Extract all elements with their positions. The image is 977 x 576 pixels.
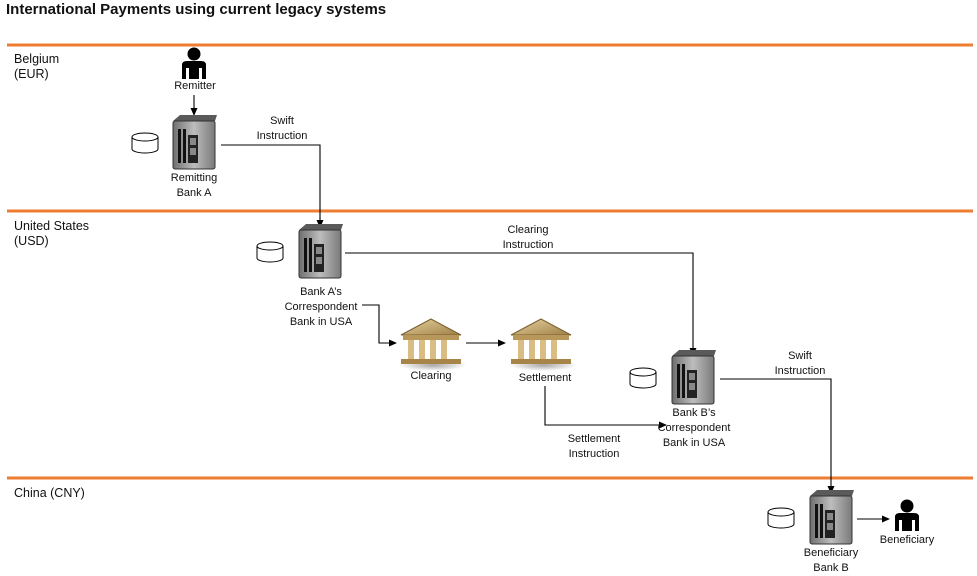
- edge-label-clearing-instruction: Clearing Instruction: [502, 224, 554, 251]
- clearing-bank-building-icon: [399, 318, 467, 371]
- node-label-beneficiary: Beneficiary: [879, 534, 935, 546]
- node-label-settlement: Settlement: [518, 372, 572, 384]
- page-title: International Payments using current leg…: [6, 1, 387, 18]
- beneficiary-bank-database-icon: [767, 507, 795, 529]
- region-label-belgium: Belgium (EUR): [14, 52, 60, 81]
- remitter-person-icon: [182, 47, 206, 79]
- settlement-bank-building-icon: [509, 318, 577, 371]
- edge-label-swift-instruction-2: Swift Instruction: [774, 350, 826, 377]
- remitting-bank-database-icon: [131, 132, 159, 154]
- correspondent-a-server-icon: [298, 224, 343, 279]
- beneficiary-person-icon: [895, 499, 919, 531]
- arrow-correspondent-b-to-beneficiary-bank: [720, 378, 835, 494]
- correspondent-b-database-icon: [629, 367, 657, 389]
- region-label-usa: United States (USD): [14, 219, 90, 248]
- node-label-bank-b-correspondent: Bank B’s Correspondent Bank in USA: [657, 407, 731, 449]
- arrow-correspondent-a-to-correspondent-b: [345, 252, 697, 356]
- arrow-settlement-to-correspondent-b: [544, 386, 667, 429]
- node-label-remitting-bank: Remitting Bank A: [170, 172, 218, 199]
- remitting-bank-server-icon: [172, 115, 217, 170]
- arrow-correspondent-a-to-clearing: [362, 304, 397, 347]
- arrow-bank-a-to-correspondent-a: [221, 144, 324, 228]
- node-label-remitter: Remitter: [174, 80, 216, 92]
- node-label-clearing: Clearing: [410, 370, 452, 382]
- edge-label-swift-instruction-1: Swift Instruction: [256, 115, 308, 142]
- beneficiary-bank-server-icon: [809, 490, 854, 545]
- region-label-china: China (CNY): [14, 486, 85, 500]
- edge-label-settlement-instruction: Settlement Instruction: [567, 433, 621, 460]
- correspondent-a-database-icon: [256, 241, 284, 263]
- node-label-beneficiary-bank: Beneficiary Bank B: [803, 547, 859, 574]
- correspondent-b-server-icon: [671, 350, 716, 405]
- node-label-bank-a-correspondent: Bank A’s Correspondent Bank in USA: [284, 286, 358, 328]
